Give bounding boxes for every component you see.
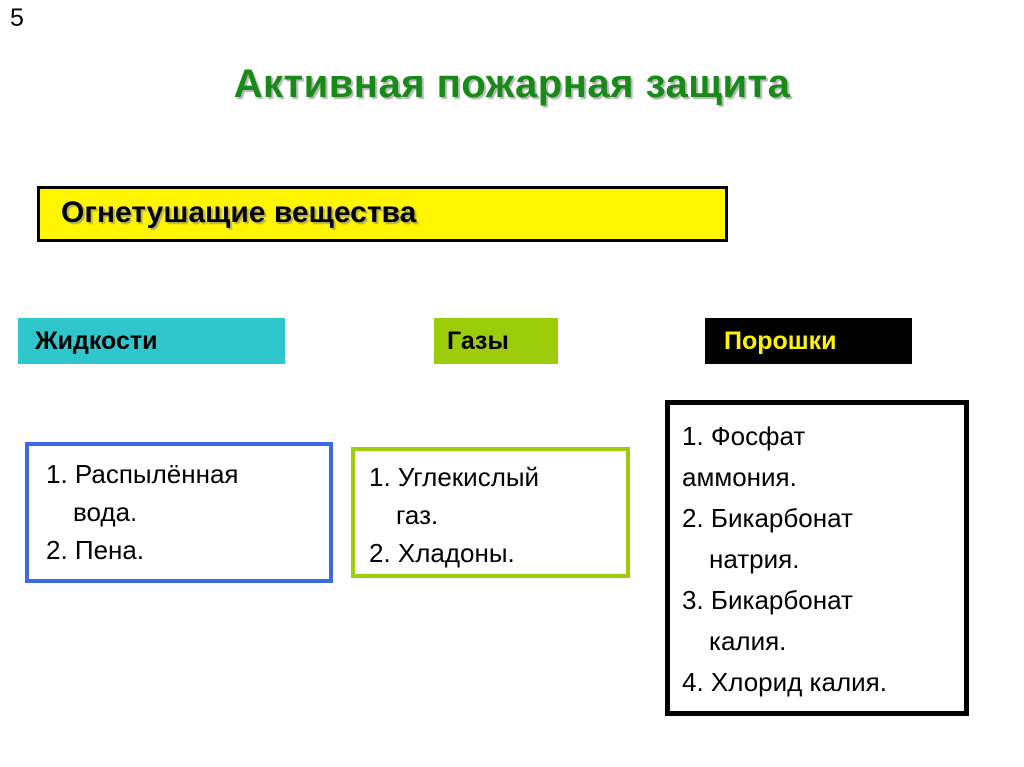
list-item: 2. Бикарбонат натрия.	[682, 503, 853, 574]
list-item: 1. Распылённая вода.	[46, 459, 239, 527]
list-item: 3. Бикарбонат калия.	[682, 585, 853, 656]
list-item: 1. Углекислый газ.	[369, 462, 540, 530]
extinguishing-agents-label: Огнетушащие вещества	[61, 196, 417, 229]
category-box-liquids: 1. Распылённая вода. 2. Пена.	[25, 442, 333, 583]
category-box-gases: 1. Углекислый газ. 2. Хладоны.	[351, 447, 630, 578]
category-header-powders-label: Порошки	[724, 326, 837, 355]
list-item: 1. Фосфат аммония.	[682, 421, 806, 492]
category-header-liquids: Жидкости	[18, 318, 285, 364]
category-header-gases-label: Газы	[447, 326, 509, 355]
page-title: Активная пожарная защита	[233, 62, 791, 106]
slide-number: 5	[10, 4, 24, 32]
list-item: 2. Пена.	[46, 535, 145, 565]
category-header-powders: Порошки	[705, 318, 912, 364]
list-item: 2. Хладоны.	[369, 538, 515, 568]
powders-item-list: 1. Фосфат аммония. 2. Бикарбонат натрия.…	[682, 416, 964, 703]
category-header-gases: Газы	[434, 318, 558, 364]
category-header-liquids-label: Жидкости	[35, 326, 158, 355]
liquids-item-list: 1. Распылённая вода. 2. Пена.	[46, 455, 329, 569]
list-item: 4. Хлорид калия.	[682, 667, 887, 697]
category-box-powders: 1. Фосфат аммония. 2. Бикарбонат натрия.…	[665, 400, 969, 716]
extinguishing-agents-banner: Огнетушащие вещества	[37, 186, 728, 242]
gases-item-list: 1. Углекислый газ. 2. Хладоны.	[369, 458, 626, 572]
